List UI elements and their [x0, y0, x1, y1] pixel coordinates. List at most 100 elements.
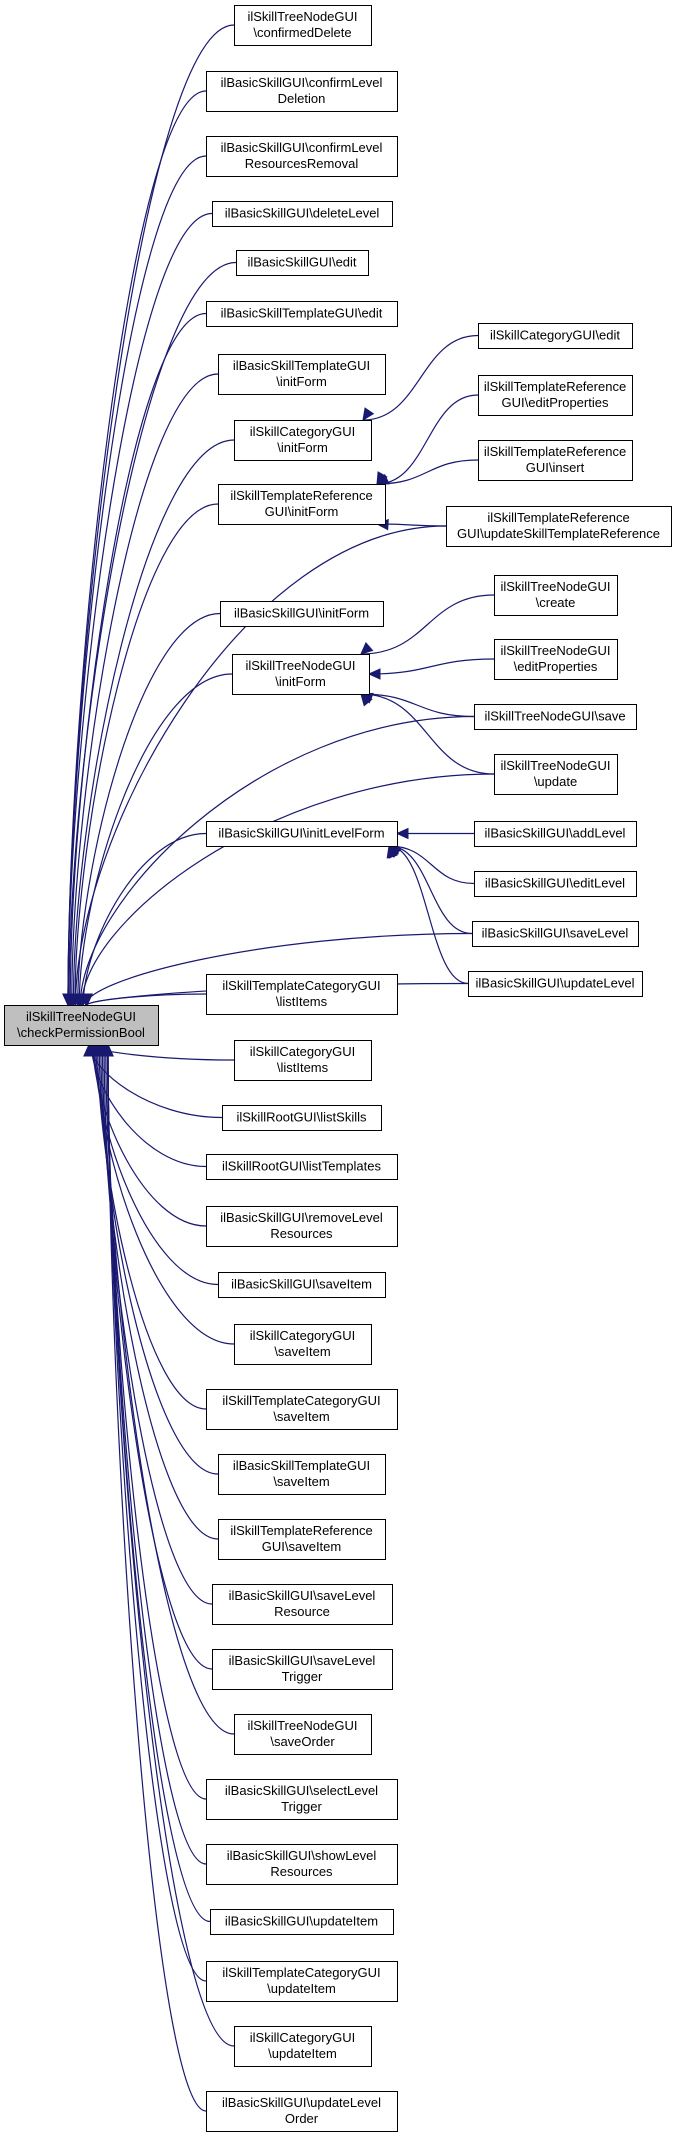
node-box: [474, 704, 637, 730]
node-label: Trigger: [282, 1669, 323, 1684]
edge-confirm-level-resources-removal-to-root: [62, 155, 207, 1007]
node-tn-save[interactable]: ilSkillTreeNodeGUI\save: [474, 704, 637, 730]
node-tn-create[interactable]: ilSkillTreeNodeGUI\create: [494, 575, 618, 616]
node-confirmed-delete[interactable]: ilSkillTreeNodeGUI\confirmedDelete: [234, 5, 372, 46]
node-root[interactable]: ilSkillTreeNodeGUI\checkPermissionBool: [4, 1005, 159, 1046]
node-label: ilSkillRootGUI\listSkills: [236, 1110, 367, 1125]
node-box: [478, 440, 633, 481]
node-bst-init-form[interactable]: ilBasicSkillTemplateGUI\initForm: [218, 354, 386, 395]
edge-cat-edit-to-cat-init-form: [362, 334, 479, 421]
node-label: ilSkillTreeNodeGUI: [26, 1009, 136, 1024]
nodes-layer: ilSkillTreeNodeGUI\checkPermissionBoolil…: [4, 5, 672, 2132]
node-bs-update-level[interactable]: ilBasicSkillGUI\updateLevel: [468, 971, 643, 997]
node-box: [234, 5, 372, 46]
node-label: ilSkillCategoryGUI: [250, 424, 355, 439]
node-box: [4, 1005, 159, 1046]
edge-line: [388, 845, 469, 985]
node-box: [478, 375, 633, 416]
node-tn-update[interactable]: ilSkillTreeNodeGUI\update: [494, 754, 618, 795]
node-tn-save-order[interactable]: ilSkillTreeNodeGUI\saveOrder: [234, 1714, 372, 1755]
node-label: ilSkillTreeNodeGUI: [500, 758, 610, 773]
node-box: [468, 971, 643, 997]
node-label: ilBasicSkillGUI\showLevel: [227, 1848, 377, 1863]
node-cat-save-item[interactable]: ilSkillCategoryGUI\saveItem: [234, 1324, 372, 1365]
node-label: ilSkillTreeNodeGUI: [500, 643, 610, 658]
node-label: ilBasicSkillGUI\saveLevel: [482, 926, 629, 941]
node-label: Deletion: [278, 91, 326, 106]
node-bs-init-form[interactable]: ilBasicSkillGUI\initForm: [220, 601, 384, 627]
node-bs-init-level-form[interactable]: ilBasicSkillGUI\initLevelForm: [206, 821, 398, 847]
edge-tn-create-to-tn-init-form: [360, 594, 495, 655]
node-label: ilBasicSkillGUI\confirmLevel: [221, 140, 383, 155]
node-cat-update-item[interactable]: ilSkillCategoryGUI\updateItem: [234, 2026, 372, 2067]
node-delete-level[interactable]: ilBasicSkillGUI\deleteLevel: [212, 201, 393, 227]
node-box: [494, 639, 618, 680]
node-box: [474, 871, 637, 897]
node-box: [494, 754, 618, 795]
node-bst-save-item[interactable]: ilBasicSkillTemplateGUI\saveItem: [218, 1454, 386, 1495]
node-label: ilBasicSkillGUI\saveLevel: [229, 1653, 376, 1668]
node-tn-init-form[interactable]: ilSkillTreeNodeGUI\initForm: [232, 654, 370, 695]
node-label: Order: [285, 2111, 319, 2126]
edge-line: [81, 773, 495, 1006]
node-bs-save-item[interactable]: ilBasicSkillGUI\saveItem: [218, 1272, 386, 1298]
node-root-list-skills[interactable]: ilSkillRootGUI\listSkills: [222, 1105, 382, 1131]
edge-bs-edit-to-root: [63, 261, 237, 1007]
node-cat-edit[interactable]: ilSkillCategoryGUI\edit: [478, 323, 633, 349]
node-bs-edit[interactable]: ilBasicSkillGUI\edit: [236, 250, 369, 276]
node-label: ilBasicSkillGUI\updateLevel: [222, 2095, 381, 2110]
arrowhead-icon: [386, 844, 398, 859]
node-label: ilBasicSkillGUI\editLevel: [485, 876, 625, 891]
node-cat-init-form[interactable]: ilSkillCategoryGUI\initForm: [234, 420, 372, 461]
node-label: ilBasicSkillGUI\deleteLevel: [225, 206, 380, 221]
node-label: GUI\insert: [526, 460, 585, 475]
node-box: [234, 2026, 372, 2067]
node-box: [206, 1779, 398, 1820]
node-root-list-templates[interactable]: ilSkillRootGUI\listTemplates: [206, 1154, 398, 1180]
node-tr-update[interactable]: ilSkillTemplateReferenceGUI\updateSkillT…: [446, 506, 672, 547]
node-tc-update-item[interactable]: ilSkillTemplateCategoryGUI\updateItem: [206, 1961, 398, 2002]
edge-line: [97, 1044, 207, 1410]
node-bs-edit-level[interactable]: ilBasicSkillGUI\editLevel: [474, 871, 637, 897]
arrowhead-icon: [362, 407, 375, 421]
node-label: ilBasicSkillGUI\confirmLevel: [221, 75, 383, 90]
node-label: \checkPermissionBool: [17, 1025, 145, 1040]
node-box: [234, 1714, 372, 1755]
node-label: ilSkillCategoryGUI: [250, 1328, 355, 1343]
node-bs-update-item[interactable]: ilBasicSkillGUI\updateItem: [210, 1909, 394, 1935]
edge-line: [78, 673, 233, 1006]
node-label: ilSkillCategoryGUI: [250, 1044, 355, 1059]
edge-line: [107, 1044, 235, 2047]
node-tc-list-items[interactable]: ilSkillTemplateCategoryGUI\listItems: [206, 974, 398, 1015]
node-tr-edit-properties[interactable]: ilSkillTemplateReferenceGUI\editProperti…: [478, 375, 633, 416]
node-bst-edit[interactable]: ilBasicSkillTemplateGUI\edit: [206, 301, 398, 327]
arrowhead-icon: [395, 827, 409, 840]
node-tn-edit-properties[interactable]: ilSkillTreeNodeGUI\editProperties: [494, 639, 618, 680]
node-label: \create: [536, 595, 576, 610]
edge-line: [360, 594, 495, 655]
edge-tr-insert-to-tr-init-form: [375, 459, 479, 485]
edge-bs-init-level-form-to-root: [77, 832, 207, 1007]
node-label: \updateItem: [268, 2046, 337, 2061]
node-label: ilBasicSkillGUI\saveItem: [231, 1277, 372, 1292]
node-confirm-level-resources-removal[interactable]: ilBasicSkillGUI\confirmLevelResourcesRem…: [206, 136, 398, 177]
node-bs-add-level[interactable]: ilBasicSkillGUI\addLevel: [474, 821, 637, 847]
node-cat-list-items[interactable]: ilSkillCategoryGUI\listItems: [234, 1040, 372, 1081]
edge-bs-update-level-order-to-root: [102, 1043, 207, 2112]
node-box: [206, 1206, 398, 1247]
edge-line: [376, 459, 479, 485]
node-tc-save-item[interactable]: ilSkillTemplateCategoryGUI\saveItem: [206, 1389, 398, 1430]
node-bs-save-level[interactable]: ilBasicSkillGUI\saveLevel: [472, 921, 639, 947]
edge-tr-edit-properties-to-tr-init-form: [376, 394, 479, 486]
arrowhead-icon: [360, 642, 374, 655]
